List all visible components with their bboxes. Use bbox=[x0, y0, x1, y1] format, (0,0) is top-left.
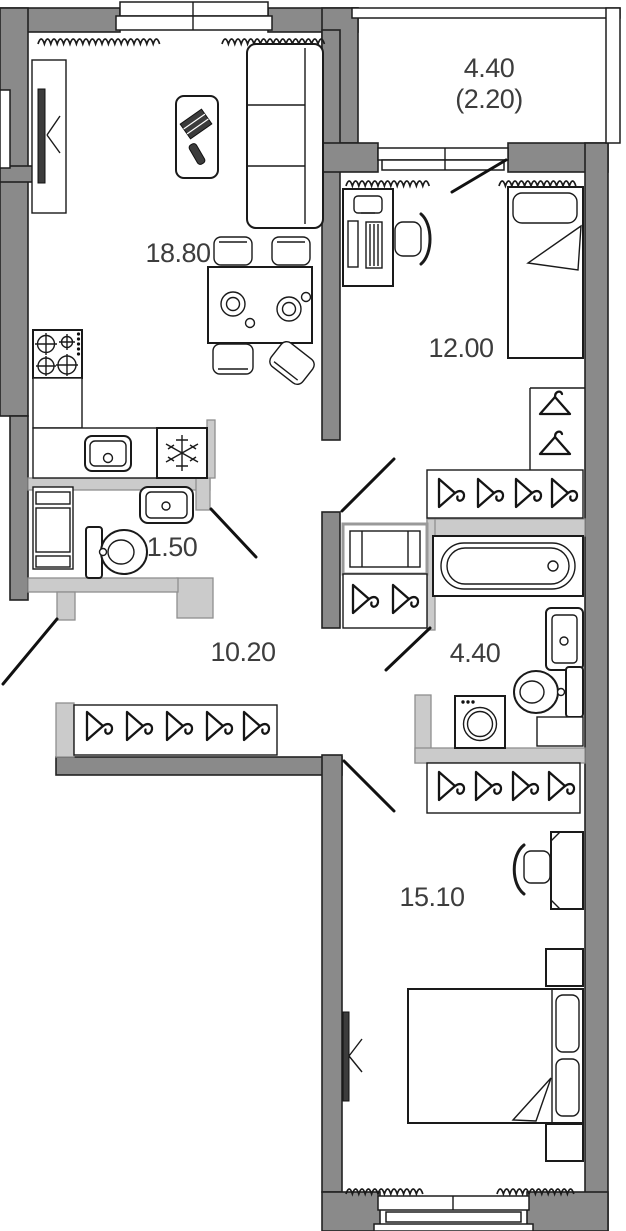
nightstand bbox=[545, 1123, 584, 1162]
bed-single bbox=[507, 186, 584, 359]
stove-icon bbox=[32, 329, 83, 379]
bathroom-door bbox=[384, 626, 432, 672]
remote-icon bbox=[188, 143, 206, 165]
snowflake-icon bbox=[165, 435, 199, 471]
washing-machine-icon bbox=[454, 695, 506, 749]
nightstand bbox=[545, 948, 584, 987]
label-bedroom-2-area: 15.10 bbox=[399, 882, 464, 912]
shelf-niche bbox=[536, 716, 584, 747]
dining-chair bbox=[269, 340, 315, 386]
bedroom-1-balcony-window bbox=[377, 147, 509, 171]
chair-bedroom-2 bbox=[512, 843, 551, 896]
fridge-icon bbox=[156, 427, 208, 479]
bed-double bbox=[407, 988, 584, 1124]
tv-icon bbox=[37, 88, 46, 184]
wardrobe-bedroom-2 bbox=[426, 762, 581, 814]
bathtub-icon bbox=[432, 535, 584, 597]
bedroom-2-window bbox=[373, 1195, 534, 1231]
balcony-door bbox=[450, 158, 508, 194]
office-chair-bedroom-1 bbox=[394, 212, 432, 266]
tv-bedroom-2 bbox=[342, 1011, 363, 1102]
tv-icon bbox=[342, 1011, 350, 1102]
coffee-table bbox=[175, 95, 219, 179]
label-balcony-area: 4.40 bbox=[464, 53, 515, 83]
dining-table-set bbox=[207, 236, 315, 386]
label-balcony-area-reduced: (2.20) bbox=[455, 84, 523, 114]
tv-cabinet bbox=[31, 59, 67, 214]
living-room-window bbox=[115, 1, 273, 31]
balcony-glazing bbox=[351, 7, 621, 144]
dining-chair bbox=[213, 236, 253, 266]
magazine-icon bbox=[179, 108, 213, 140]
wardrobe-hallway bbox=[73, 704, 278, 756]
wc-shelf-unit bbox=[32, 486, 74, 570]
desk-bedroom-1 bbox=[342, 188, 394, 287]
label-living-kitchen-area: 18.80 bbox=[145, 238, 210, 268]
closet-hallway bbox=[341, 522, 429, 629]
kitchen-sink-icon bbox=[84, 435, 132, 472]
toilet-icon bbox=[513, 666, 584, 718]
sofa bbox=[246, 43, 324, 229]
bedroom-2-door bbox=[342, 759, 396, 813]
dining-chair bbox=[212, 343, 254, 375]
label-bathroom-area: 4.40 bbox=[450, 638, 501, 668]
label-bedroom-1-area: 12.00 bbox=[428, 333, 493, 363]
desk-bedroom-2 bbox=[550, 831, 584, 910]
label-wc-area: 1.50 bbox=[147, 532, 198, 562]
wc-toilet-icon bbox=[85, 526, 148, 579]
wc-sink-icon bbox=[139, 486, 194, 524]
label-hallway-area: 10.20 bbox=[210, 637, 275, 667]
entrance-door bbox=[1, 617, 59, 686]
outer-walls bbox=[0, 7, 609, 1231]
dining-chair bbox=[271, 236, 311, 266]
wc-door bbox=[209, 507, 258, 559]
bedroom-1-door bbox=[340, 457, 396, 513]
wardrobe-bedroom-1 bbox=[426, 387, 585, 519]
bathroom-sink-icon bbox=[545, 607, 584, 671]
